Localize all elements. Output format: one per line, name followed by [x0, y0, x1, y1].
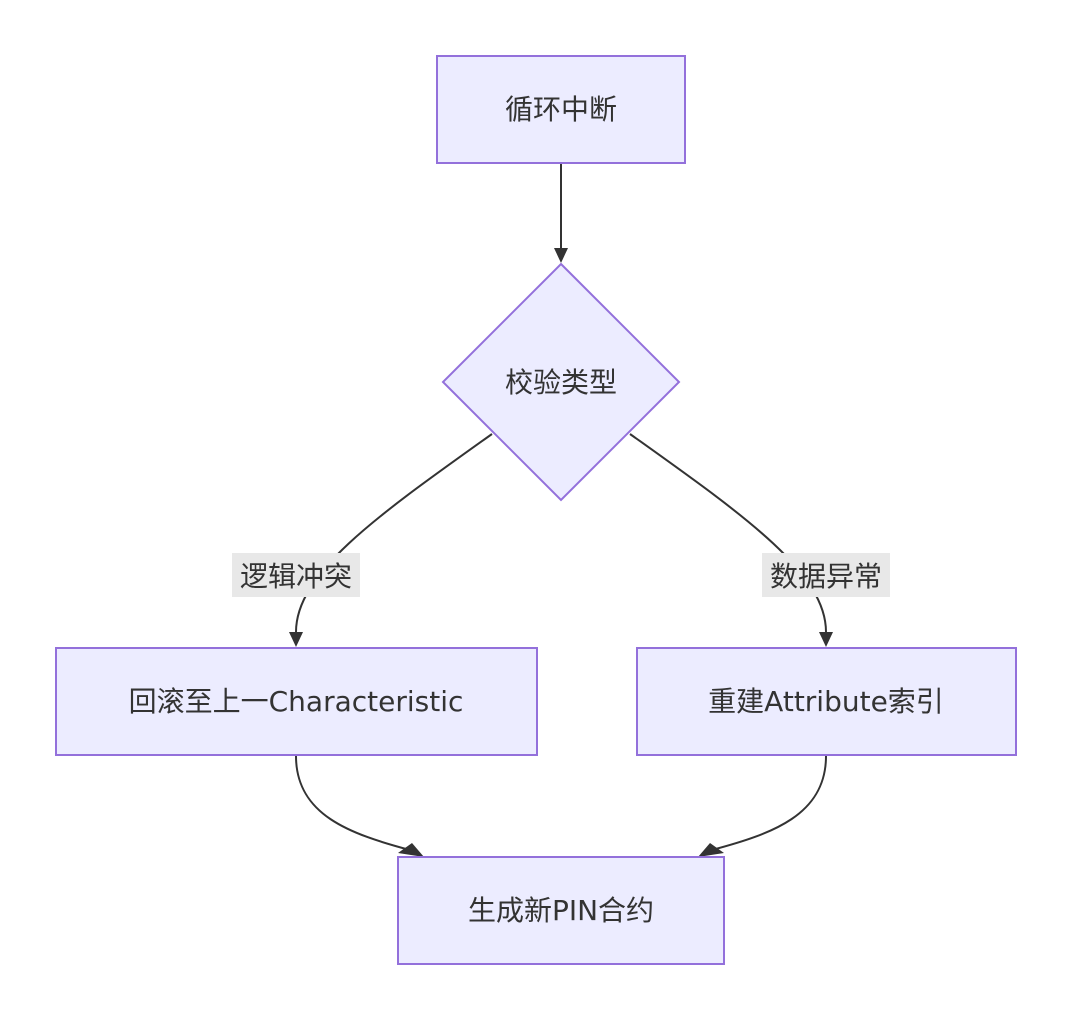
edge-label-data-anomaly: 数据异常 — [762, 553, 890, 597]
node-generate: 生成新PIN合约 — [397, 856, 725, 965]
node-rebuild-label: 重建Attribute索引 — [708, 685, 944, 718]
edge-label-logic-conflict-text: 逻辑冲突 — [240, 560, 352, 593]
edge-check-to-rebuild — [629, 433, 833, 647]
node-rollback-label: 回滚至上一Characteristic — [129, 685, 464, 718]
edge-label-logic-conflict: 逻辑冲突 — [232, 553, 360, 597]
edge-check-to-rollback — [289, 433, 493, 647]
edge-label-data-anomaly-text: 数据异常 — [770, 560, 882, 593]
node-check-decision: 校验类型 — [441, 262, 681, 502]
node-rebuild: 重建Attribute索引 — [636, 647, 1017, 756]
edge-rollback-to-generate — [295, 755, 424, 857]
node-check-label: 校验类型 — [505, 366, 617, 399]
node-generate-label: 生成新PIN合约 — [468, 894, 654, 927]
edge-rebuild-to-generate — [698, 755, 827, 857]
node-interrupt-label: 循环中断 — [505, 93, 617, 126]
edge-interrupt-to-check — [554, 164, 568, 263]
node-interrupt: 循环中断 — [436, 55, 686, 164]
node-rollback: 回滚至上一Characteristic — [55, 647, 538, 756]
